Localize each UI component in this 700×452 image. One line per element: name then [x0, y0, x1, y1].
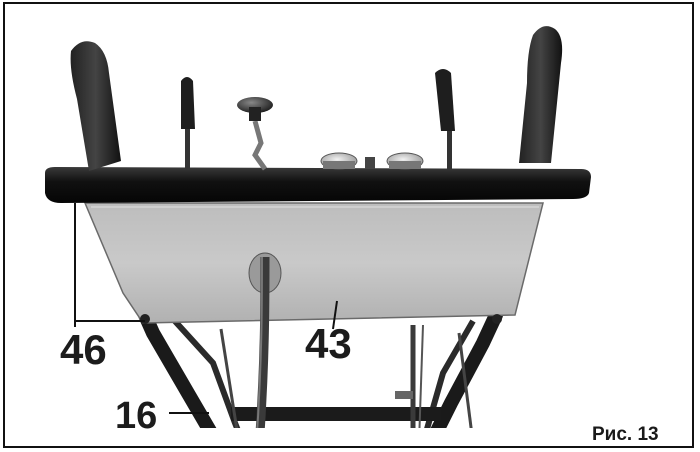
figure-caption: Рис. 13 [592, 424, 659, 445]
callout-43: 43 [305, 320, 352, 367]
right-control-lever [435, 69, 455, 169]
right-handle-grip [519, 26, 563, 163]
throttle-cable [248, 252, 282, 449]
caption-strip [0, 428, 700, 452]
callout-16: 16 [115, 395, 158, 437]
handlebar-rim [45, 167, 591, 203]
left-control-lever [181, 77, 195, 169]
callout-leader-lines [74, 203, 338, 414]
gear-selector-lever [237, 97, 273, 171]
callout-46: 46 [60, 326, 107, 373]
left-handle-grip [70, 41, 121, 172]
cover-panel [83, 202, 544, 324]
panel-buttons [320, 152, 424, 170]
control-panel-photo [3, 3, 697, 449]
